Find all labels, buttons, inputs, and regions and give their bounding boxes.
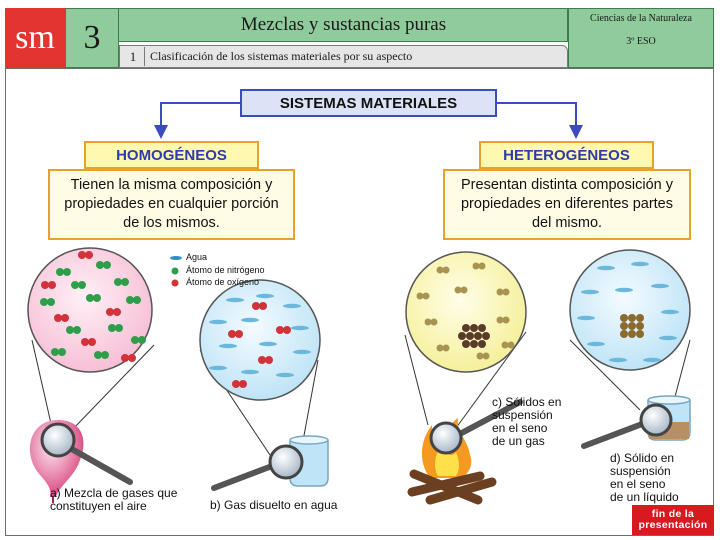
legend-icons xyxy=(170,256,182,287)
end-presentation-button[interactable]: fin de la presentación xyxy=(632,505,714,535)
section-number: 1 xyxy=(122,47,145,66)
legend-water-label: Agua xyxy=(186,252,208,262)
oxygen-atom-icon xyxy=(171,279,179,287)
caption-a: a) Mezcla de gases que constituyen el ai… xyxy=(50,486,178,513)
water-dash-icon xyxy=(170,256,182,260)
nitrogen-atom-icon xyxy=(171,267,179,275)
magnifier-icon-d xyxy=(581,403,673,449)
smoke-zoom-circle xyxy=(405,251,527,373)
arrow-to-homogeneous xyxy=(154,102,240,139)
homogeneous-description: Tienen la misma composición y propiedade… xyxy=(48,169,295,240)
section-bar xyxy=(119,45,568,68)
heterogeneous-description: Presentan distinta composición y propied… xyxy=(443,169,691,240)
svg-text:sm: sm xyxy=(15,19,55,56)
header-bar xyxy=(65,8,568,42)
unit-number: 3 xyxy=(65,8,119,68)
legend-nitrogen-label: Átomo de nitrógeno xyxy=(186,265,265,275)
heterogeneous-title-box: HETEROGÉNEOS xyxy=(479,141,654,169)
caption-b: b) Gas disuelto en agua xyxy=(210,498,338,512)
magnifier-icon-c xyxy=(429,399,523,455)
header-info-panel xyxy=(568,8,714,68)
gas-in-water-zoom-circle xyxy=(199,279,321,401)
magnifier-icon-b xyxy=(211,444,304,491)
section-title: Clasificación de los sistemas materiales… xyxy=(150,49,413,63)
subject-label: Ciencias de la Naturaleza xyxy=(590,13,692,24)
air-zoom-circle xyxy=(27,247,153,373)
course-label: 3º ESO xyxy=(626,36,656,47)
root-box: SISTEMAS MATERIALES xyxy=(240,89,497,117)
arrow-to-heterogeneous xyxy=(497,102,583,139)
content-frame xyxy=(5,68,714,536)
solid-in-liquid-zoom-circle xyxy=(569,249,691,371)
page-title: Mezclas y sustancias puras xyxy=(240,14,447,35)
nitrogen-molecules xyxy=(40,261,146,359)
legend-oxygen-label: Átomo de oxígeno xyxy=(186,277,260,287)
magnifier-icon-a xyxy=(40,422,133,485)
oxygen-molecules xyxy=(41,251,136,362)
caption-d: d) Sólido en suspensión en el seno de un… xyxy=(610,451,679,504)
homogeneous-title-box: HOMOGÉNEOS xyxy=(84,141,259,169)
caption-c: c) Sólidos en suspensión en el seno de u… xyxy=(492,395,562,448)
